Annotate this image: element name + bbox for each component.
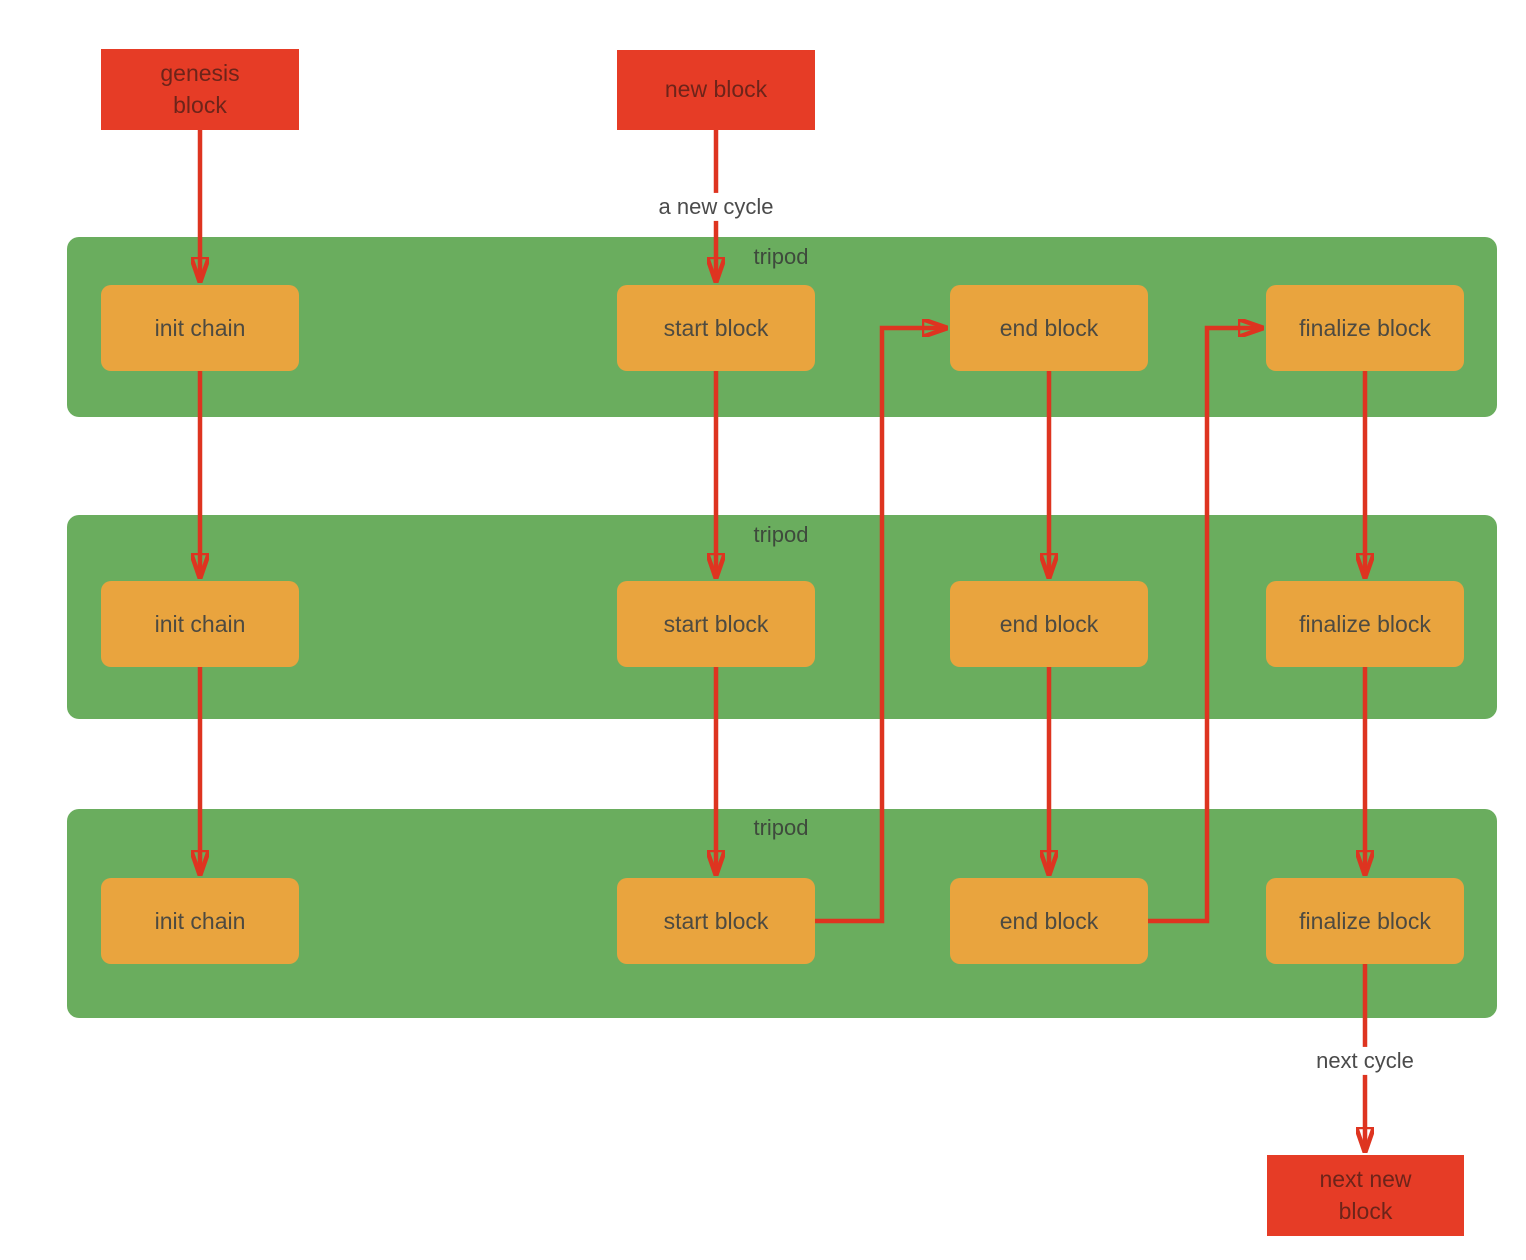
start-block-box-band-3: start block	[617, 878, 815, 964]
end-block-box-band-1: end block	[950, 285, 1148, 371]
end-block-box-band-3: end block	[950, 878, 1148, 964]
start-block-box-band-2: start block	[617, 581, 815, 667]
init-chain-box-band-1: init chain	[101, 285, 299, 371]
init-chain-box-band-2: init chain	[101, 581, 299, 667]
finalize-block-box-band-1: finalize block	[1266, 285, 1464, 371]
start-block-box-band-1: start block	[617, 285, 815, 371]
tripod-band-2-label: tripod	[753, 522, 809, 547]
init-chain-box-band-3: init chain	[101, 878, 299, 964]
genesis-block-node: genesis block	[101, 49, 299, 130]
finalize-block-box-band-3: finalize block	[1266, 878, 1464, 964]
tripod-band-1-label: tripod	[753, 244, 809, 269]
tripod-band-3-label: tripod	[753, 815, 809, 840]
a-new-cycle-label: a new cycle	[650, 192, 782, 222]
next-cycle-label: next cycle	[1308, 1046, 1422, 1076]
finalize-block-box-band-2: finalize block	[1266, 581, 1464, 667]
end-block-box-band-2: end block	[950, 581, 1148, 667]
next-new-block-node: next new block	[1267, 1155, 1464, 1236]
new-block-node: new block	[617, 50, 815, 130]
